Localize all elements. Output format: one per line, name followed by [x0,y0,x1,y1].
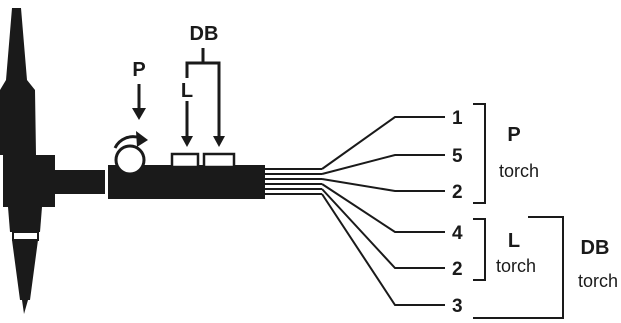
wire-number: 1 [452,108,463,129]
p-arrow-icon [132,84,146,120]
db-group-bracket [473,216,564,319]
l-group-sub: torch [496,256,536,276]
l-label: L [181,80,193,102]
wire-4 [321,183,445,233]
wire-fanout [321,116,445,306]
wire-2b [321,188,445,269]
torch-body [0,8,55,314]
l-group-bracket [473,218,486,281]
control-handle [108,131,265,199]
wire-2a [321,178,445,192]
wire-number: 4 [452,223,463,244]
p-group-bracket [473,103,486,204]
db-group-name: DB [581,237,610,259]
wire-number: 3 [452,296,463,317]
l-button [170,152,200,169]
wire-number: 2 [452,182,463,203]
db-bracket [185,48,221,138]
db-button [202,152,236,169]
p-label: P [132,59,145,81]
l-group-name: L [508,230,520,252]
db-label: DB [190,23,219,45]
torch-neck [55,170,105,194]
db-group-sub: torch [578,271,618,291]
wire-3 [321,193,445,306]
p-knob [114,144,146,176]
cable-bundle [265,168,322,195]
l-arrow-icon [181,136,193,147]
p-group-sub: torch [499,161,539,181]
wire-number: 2 [452,259,463,280]
p-group-name: P [507,124,520,146]
wire-5 [321,154,445,175]
wire-number: 5 [452,146,463,167]
db-arrow-icon [213,136,225,147]
wire-1 [321,116,445,170]
